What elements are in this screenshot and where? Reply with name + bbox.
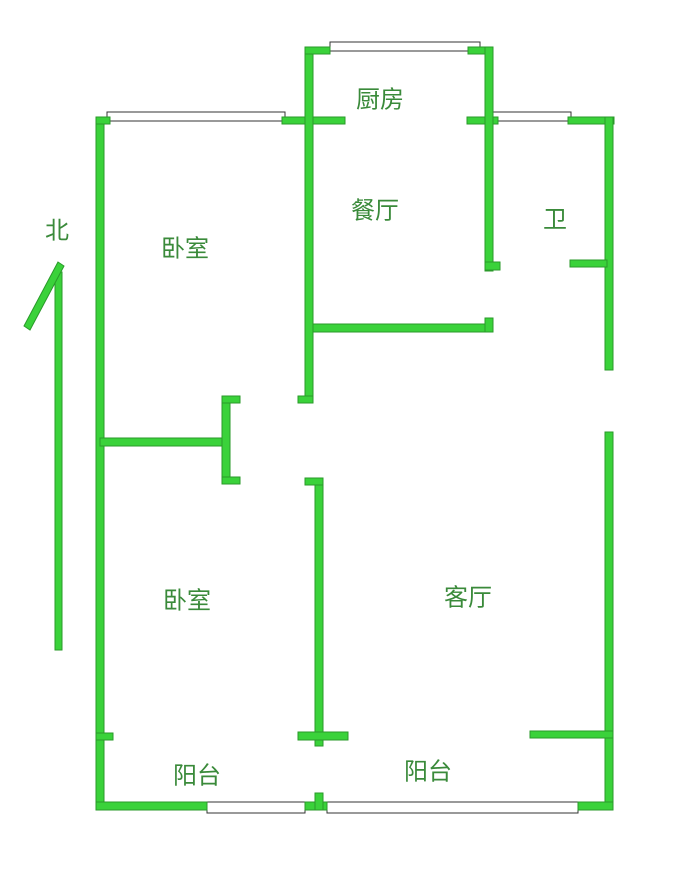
room-label-kitchen: 厨房	[356, 85, 404, 114]
walls	[95, 46, 615, 811]
windows	[106, 41, 579, 814]
room-label-bathroom: 卫	[543, 205, 567, 234]
room-label-living-room: 客厅	[444, 583, 492, 612]
room-label-bedroom-south: 卧室	[163, 586, 211, 615]
room-label-bedroom-north: 卧室	[161, 234, 209, 263]
room-label-dining: 餐厅	[351, 196, 399, 225]
north-label: 北	[45, 216, 69, 245]
room-label-balcony-west: 阳台	[173, 761, 221, 790]
room-label-balcony-east: 阳台	[404, 757, 452, 786]
north-arrow-icon	[23, 261, 65, 651]
